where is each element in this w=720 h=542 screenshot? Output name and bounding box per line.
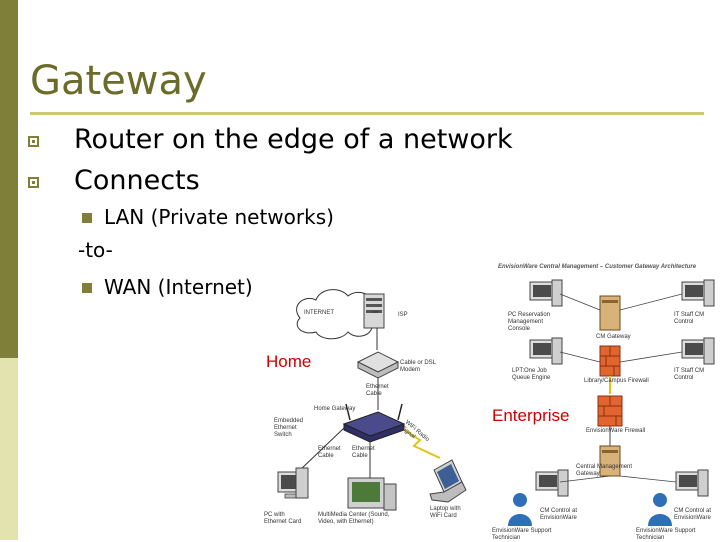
home-gateway-router-icon <box>342 403 406 443</box>
internet-label: INTERNET <box>304 310 334 316</box>
ethernet-cable-mid-label: Ethernet Cable <box>352 446 375 459</box>
modem-icon <box>356 351 400 379</box>
technician-icon <box>508 493 532 526</box>
library-firewall-label: Library/Campus Firewall <box>584 378 649 384</box>
sidebar-bar-accent <box>0 0 18 358</box>
it-staff-label: IT Staff CM Control <box>674 368 705 381</box>
home-label: Home <box>266 352 312 371</box>
pc-icon <box>277 467 309 499</box>
cm-control-left-label: CM Control at EnvisionWare <box>540 508 578 521</box>
sub-bullet-wan: WAN (Internet) <box>104 275 253 299</box>
title-rule <box>30 112 704 115</box>
laptop-label: Laptop with WiFi Card <box>430 506 461 519</box>
workstation-icon <box>529 279 563 307</box>
sub-bullet-icon <box>82 283 92 293</box>
modem-label: Cable or DSL Modem <box>400 360 436 373</box>
bullet-connects: Connects <box>74 165 200 196</box>
workstation-icon <box>681 337 715 365</box>
ethernet-cable-left-label: Ethernet Cable <box>318 446 341 459</box>
ethernet-cable-top-label: Ethernet Cable <box>366 384 389 397</box>
cm-gateway-bottom-label: Central Management Gateway <box>576 464 633 477</box>
library-firewall-icon <box>599 345 621 377</box>
isp-label: ISP <box>398 312 408 318</box>
support-right-label: EnvisionWare Support Technician <box>636 528 696 541</box>
workstation-icon <box>675 469 709 497</box>
to-text: -to- <box>78 238 113 262</box>
technician-icon <box>648 493 672 526</box>
cm-gateway-server-icon <box>599 295 621 331</box>
sub-bullet-lan: LAN (Private networks) <box>104 205 334 229</box>
it-staff-label: IT Staff CM Control <box>674 312 705 325</box>
bullet-icon <box>28 136 39 147</box>
job-queue-label: LPT:One Job Queue Engine <box>512 368 551 381</box>
cm-control-right-label: CM Control at EnvisionWare <box>674 508 712 521</box>
home-gateway-label: Home Gateway <box>314 406 356 412</box>
bullet-icon <box>28 177 39 188</box>
enterprise-heading: EnvisionWare Central Management – Custom… <box>498 264 697 270</box>
workstation-icon <box>681 279 715 307</box>
embedded-switch-label: Embedded Ethernet Switch <box>274 418 304 438</box>
pc-label: PC with Ethernet Card <box>264 512 302 525</box>
laptop-icon <box>429 459 467 503</box>
bullet-router: Router on the edge of a network <box>74 124 513 155</box>
slide-title: Gateway <box>30 58 207 104</box>
enterprise-label: Enterprise <box>492 406 570 425</box>
support-left-label: EnvisionWare Support Technician <box>492 528 552 541</box>
cm-gateway-label: CM Gateway <box>596 334 631 340</box>
envisionware-firewall-label: EnvisionWare Firewall <box>586 428 646 434</box>
sub-bullet-icon <box>82 213 92 223</box>
envisionware-firewall-icon <box>597 395 623 427</box>
central-management-gateway-icon <box>599 445 621 477</box>
media-center-label: MultiMedia Center (Sound, Video, with Et… <box>318 512 390 525</box>
workstation-icon <box>529 337 563 365</box>
mgmt-console-label: PC Reservation Management Console <box>508 312 551 332</box>
workstation-icon <box>535 469 569 497</box>
media-center-icon <box>347 477 397 511</box>
